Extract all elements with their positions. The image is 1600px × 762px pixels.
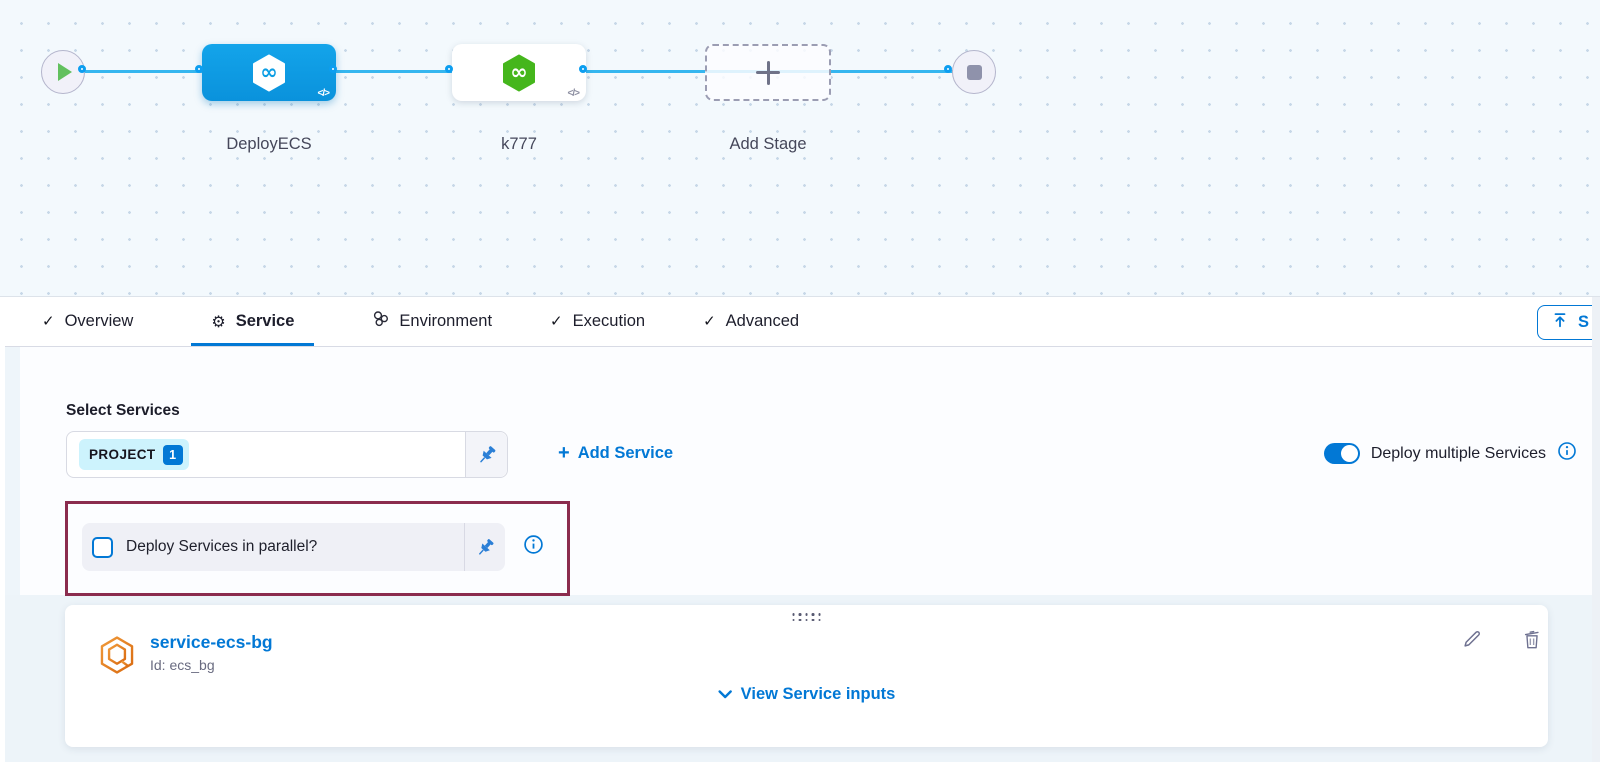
select-services-label: Select Services bbox=[66, 402, 180, 420]
runtime-input-pin-button[interactable] bbox=[464, 523, 505, 571]
add-service-label: Add Service bbox=[578, 444, 673, 463]
tab-advanced[interactable]: ✓ Advanced bbox=[703, 297, 799, 346]
stage-label-add-stage: Add Stage bbox=[688, 135, 848, 154]
panel-left-edge bbox=[0, 297, 5, 762]
drag-handle-icon[interactable] bbox=[792, 613, 821, 621]
service-id-text: Id: ecs_bg bbox=[150, 657, 215, 673]
connector-port[interactable] bbox=[944, 65, 952, 73]
code-icon: </> bbox=[318, 88, 329, 99]
deploy-multiple-label: Deploy multiple Services bbox=[1371, 445, 1546, 463]
service-name-link[interactable]: service-ecs-bg bbox=[150, 632, 273, 653]
deploy-multiple-row: Deploy multiple Services bbox=[1324, 441, 1577, 466]
toggle-knob bbox=[1341, 445, 1358, 462]
connector-port[interactable] bbox=[579, 65, 587, 73]
connector-port[interactable] bbox=[195, 65, 203, 73]
add-service-button[interactable]: + Add Service bbox=[558, 443, 673, 463]
selected-services-zone[interactable]: PROJECT 1 bbox=[67, 432, 465, 477]
harness-logo-icon: ∞ bbox=[502, 54, 536, 92]
view-service-inputs-label: View Service inputs bbox=[741, 685, 896, 704]
tab-execution[interactable]: ✓ Execution bbox=[550, 297, 645, 346]
check-icon: ✓ bbox=[703, 312, 716, 330]
stage-config-tabbar: ✓ Overview ⚙ Service Environment ✓ Execu… bbox=[0, 297, 1600, 347]
delete-service-button[interactable] bbox=[1521, 628, 1543, 650]
deploy-parallel-label: Deploy Services in parallel? bbox=[126, 538, 317, 556]
tab-overview[interactable]: ✓ Overview bbox=[42, 297, 133, 346]
project-chip[interactable]: PROJECT 1 bbox=[79, 439, 189, 470]
stage-label-deployecs: DeployECS bbox=[189, 135, 349, 154]
gear-icon: ⚙ bbox=[211, 312, 225, 331]
stop-icon bbox=[967, 65, 982, 80]
pin-icon bbox=[475, 537, 496, 558]
code-icon: </> bbox=[568, 88, 579, 99]
upload-icon bbox=[1551, 311, 1569, 334]
connector-port[interactable] bbox=[329, 65, 337, 73]
service-card: service-ecs-bg Id: ecs_bg Vie bbox=[65, 605, 1548, 747]
project-chip-count-badge: 1 bbox=[163, 445, 183, 465]
select-services-input[interactable]: PROJECT 1 bbox=[66, 431, 508, 478]
view-service-inputs-button[interactable]: View Service inputs bbox=[718, 685, 896, 704]
edit-service-button[interactable] bbox=[1461, 628, 1483, 650]
stage-node-k777[interactable]: ∞ </> bbox=[452, 44, 586, 101]
check-icon: ✓ bbox=[550, 312, 563, 330]
stage-label-k777: k777 bbox=[439, 135, 599, 154]
play-icon bbox=[58, 63, 72, 81]
connector-port[interactable] bbox=[445, 65, 453, 73]
save-button-label: S bbox=[1578, 313, 1589, 332]
check-icon: ✓ bbox=[42, 312, 55, 330]
plus-icon: + bbox=[558, 443, 570, 463]
scrollbar-track[interactable] bbox=[1592, 297, 1600, 762]
info-icon[interactable] bbox=[523, 534, 544, 560]
pencil-icon bbox=[1461, 628, 1483, 650]
pipeline-end-node[interactable] bbox=[952, 50, 996, 94]
deploy-multiple-toggle[interactable] bbox=[1324, 443, 1360, 464]
add-stage-button[interactable] bbox=[705, 44, 831, 101]
service-tab-panel: Select Services PROJECT 1 bbox=[0, 347, 1600, 762]
tab-advanced-label: Advanced bbox=[726, 312, 799, 331]
tab-service-label: Service bbox=[236, 312, 295, 331]
tab-execution-label: Execution bbox=[573, 312, 645, 331]
environment-icon bbox=[372, 310, 389, 332]
stage-node-deployecs[interactable]: ∞ </> bbox=[202, 44, 336, 101]
pipeline-canvas[interactable]: ∞ </> ∞ </> DeployECS k777 Add Sta bbox=[0, 0, 1600, 297]
tab-environment[interactable]: Environment bbox=[372, 297, 492, 346]
tab-service[interactable]: ⚙ Service bbox=[191, 297, 314, 346]
plus-icon bbox=[756, 61, 780, 85]
deploy-parallel-field: Deploy Services in parallel? bbox=[82, 523, 505, 571]
project-chip-label: PROJECT bbox=[89, 447, 156, 462]
deploy-parallel-main: Deploy Services in parallel? bbox=[82, 523, 464, 571]
tab-overview-label: Overview bbox=[65, 312, 134, 331]
tab-environment-label: Environment bbox=[399, 312, 492, 331]
pin-icon bbox=[476, 444, 498, 466]
trash-icon bbox=[1521, 628, 1543, 650]
info-icon[interactable] bbox=[1557, 441, 1577, 466]
service-hexagon-icon bbox=[98, 635, 136, 680]
deploy-parallel-checkbox[interactable] bbox=[92, 537, 113, 558]
harness-logo-icon: ∞ bbox=[252, 54, 286, 92]
save-button[interactable]: S bbox=[1537, 305, 1600, 340]
connector-port[interactable] bbox=[78, 65, 86, 73]
runtime-input-pin-button[interactable] bbox=[465, 432, 507, 477]
chevron-down-icon bbox=[718, 690, 732, 699]
